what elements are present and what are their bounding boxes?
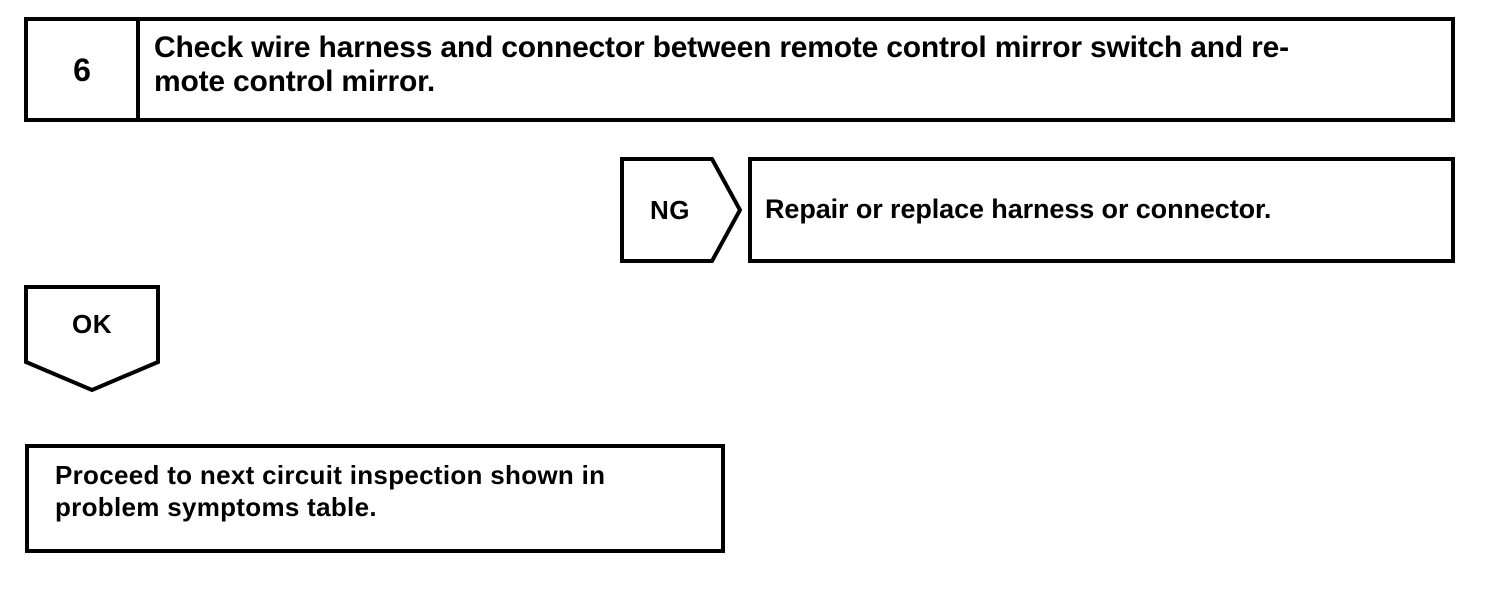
step-row: 6 Check wire harness and connector betwe… <box>24 17 1455 122</box>
ok-result-text: Proceed to next circuit inspection shown… <box>55 460 606 522</box>
step-instruction-cell: Check wire harness and connector between… <box>140 21 1451 118</box>
ok-result-box: Proceed to next circuit inspection shown… <box>25 444 725 553</box>
ng-branch-marker: NG <box>620 157 742 263</box>
step-number: 6 <box>73 51 91 88</box>
step-number-cell: 6 <box>28 21 140 118</box>
ng-result-text: Repair or replace harness or connector. <box>765 194 1272 225</box>
ng-branch-label: NG <box>650 194 690 225</box>
ok-branch-marker: OK <box>24 285 160 392</box>
ok-branch-label: OK <box>72 308 112 339</box>
pentagon-right-icon <box>620 157 742 263</box>
step-instruction-text: Check wire harness and connector between… <box>154 31 1289 98</box>
pentagon-down-icon <box>24 285 160 392</box>
ng-result-box: Repair or replace harness or connector. <box>748 157 1455 263</box>
